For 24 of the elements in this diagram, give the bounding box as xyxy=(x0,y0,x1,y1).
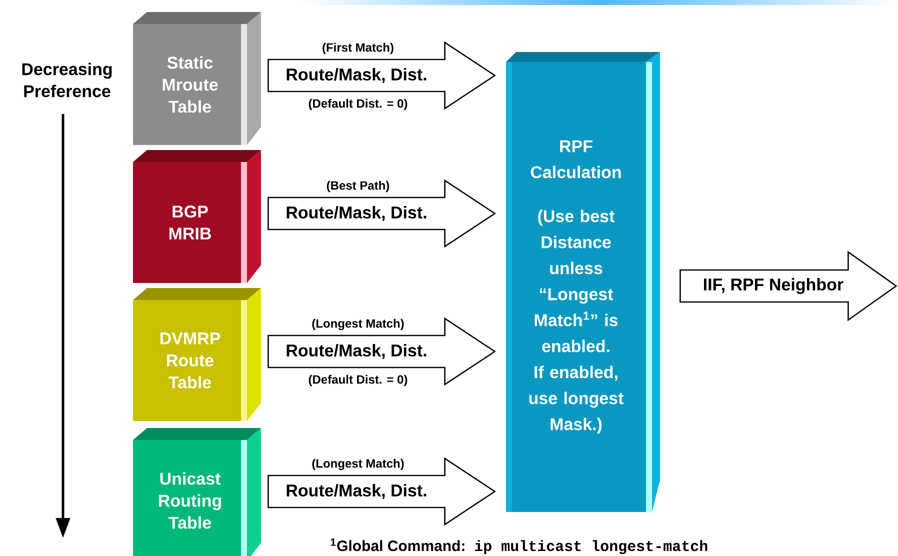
edge-label: Route/Mask, Dist. xyxy=(286,344,426,359)
footnote: $^{1}$Global Command: xyxy=(330,538,464,552)
match-note: (Default Dist. = 0) xyxy=(308,98,408,111)
block-arrow xyxy=(268,41,496,110)
command-text: ip multicast longest-match xyxy=(474,540,708,554)
table-block: BGP MRIB xyxy=(133,150,261,283)
edge-label: Route/Mask, Dist. xyxy=(286,206,426,221)
table-block: Unicast Routing Table xyxy=(133,428,261,556)
edge-label: IIF, RPF Neighbor xyxy=(704,278,844,294)
block-arrow xyxy=(268,457,496,526)
match-note: (Best Path) xyxy=(326,180,390,193)
table-block: DVMRP Route Table xyxy=(133,288,261,421)
match-note: (Longest Match) xyxy=(311,458,405,471)
block-arrow xyxy=(680,250,898,322)
table-block: Static Mroute Table xyxy=(133,12,261,145)
block-arrow xyxy=(268,317,496,386)
edge-label: Route/Mask, Dist. xyxy=(286,484,426,499)
match-note: (Longest Match) xyxy=(311,318,405,331)
edge-label: Route/Mask, Dist. xyxy=(286,68,426,83)
match-note: (Default Dist. = 0) xyxy=(308,374,408,387)
match-note: (First Match) xyxy=(322,42,394,55)
block-arrow xyxy=(268,179,496,248)
axis-label: Decreasing Preference xyxy=(22,62,112,98)
rpf-block: RPF Calculation (Use best Distance unless “Longest Match$^{1}$” is enabled. If enabled, use longest Mask.) xyxy=(506,52,660,512)
